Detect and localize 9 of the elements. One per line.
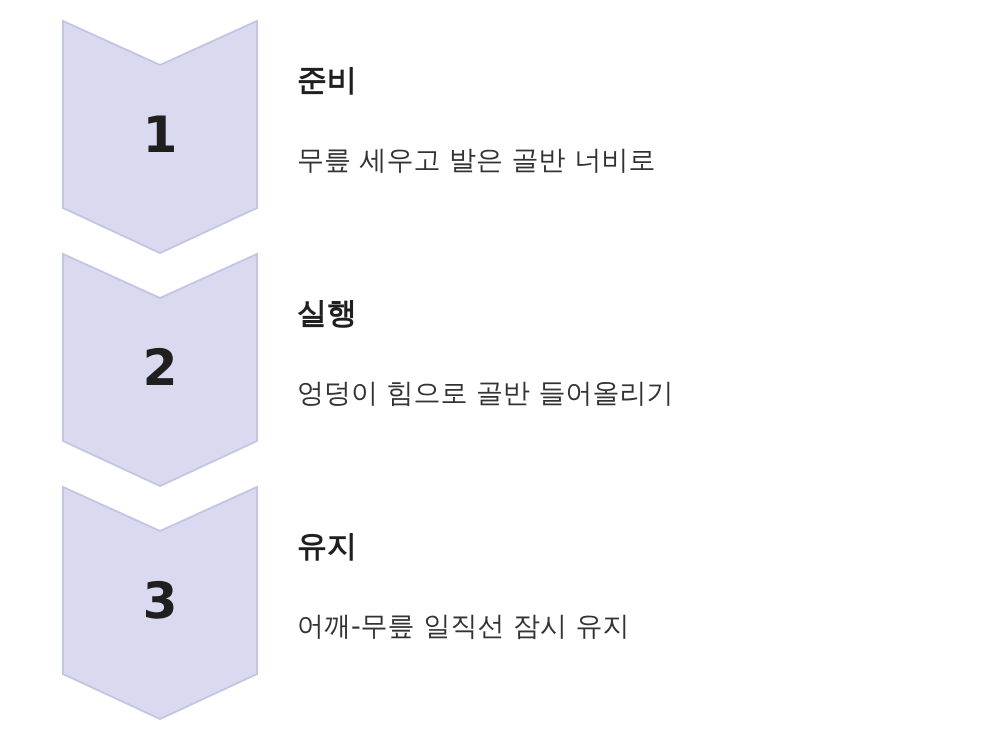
step-title: 유지: [297, 528, 357, 566]
step-title: 준비: [297, 62, 357, 100]
step-title: 실행: [297, 295, 357, 333]
step-description: 무릎 세우고 발은 골반 너비로: [297, 144, 656, 178]
step-number: 3: [142, 572, 178, 630]
step-description: 어깨-무릎 일직선 잠시 유지: [297, 610, 630, 644]
step-number: 1: [142, 106, 178, 164]
step-description: 엉덩이 힘으로 골반 들어올리기: [297, 377, 674, 411]
step-number: 2: [142, 339, 178, 397]
